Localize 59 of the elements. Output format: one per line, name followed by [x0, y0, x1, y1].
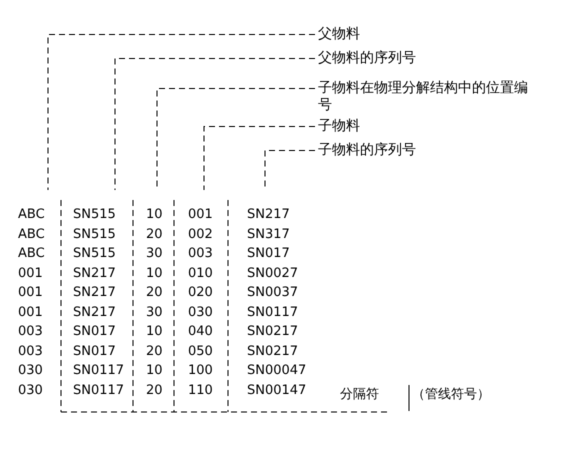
table-cell: SN0037 — [247, 284, 298, 301]
table-cell: SN017 — [73, 342, 116, 360]
table-cell: SN217 — [247, 206, 290, 223]
table-cell: 10 — [146, 206, 163, 223]
table-cell: SN317 — [247, 226, 290, 242]
column-heading: 子物料 — [318, 118, 360, 135]
table-cell: SN217 — [73, 264, 116, 282]
table-cell: SN0117 — [73, 362, 124, 379]
table-cell: 002 — [188, 226, 213, 242]
table-cell: SN217 — [73, 284, 116, 301]
table-cell: 10 — [146, 323, 163, 340]
table-cell: SN0217 — [247, 342, 298, 360]
table-cell: 030 — [18, 362, 43, 379]
table-cell: SN0217 — [247, 323, 298, 340]
table-cell: 30 — [146, 304, 163, 320]
table-cell: SN0117 — [247, 304, 298, 320]
table-cell: 003 — [188, 245, 213, 262]
leader-line — [204, 126, 316, 190]
table-cell: SN00147 — [247, 382, 306, 398]
table-cell: SN017 — [73, 323, 116, 340]
table-cell: SN017 — [247, 245, 290, 262]
table-cell: ABC — [18, 226, 45, 242]
table-cell: 003 — [18, 342, 43, 360]
table-cell: 20 — [146, 284, 163, 301]
table-cell: 010 — [188, 264, 213, 282]
table-cell: 001 — [18, 304, 43, 320]
table-cell: SN515 — [73, 226, 116, 242]
leader-line — [48, 34, 316, 190]
column-heading: 子物料的序列号 — [318, 142, 416, 159]
table-cell: 040 — [188, 323, 213, 340]
table-cell: 050 — [188, 342, 213, 360]
table-cell: 30 — [146, 245, 163, 262]
column-heading: 父物料 — [318, 26, 360, 43]
leader-line — [114, 58, 316, 190]
table-cell: 001 — [18, 264, 43, 282]
table-cell: SN217 — [73, 304, 116, 320]
pipe-symbol-label: （管线符号） — [412, 386, 490, 403]
table-cell: 030 — [188, 304, 213, 320]
table-cell: 001 — [18, 284, 43, 301]
table-cell: SN00047 — [247, 362, 306, 379]
table-cell: 20 — [146, 382, 163, 398]
table-cell: 10 — [146, 264, 163, 282]
table-cell: SN0117 — [73, 382, 124, 398]
table-cell: 001 — [188, 206, 213, 223]
table-cell: SN0027 — [247, 264, 298, 282]
table-cell: 030 — [18, 382, 43, 398]
table-cell: 20 — [146, 342, 163, 360]
table-cell: SN515 — [73, 206, 116, 223]
column-heading: 父物料的序列号 — [318, 50, 416, 67]
table-cell: 10 — [146, 362, 163, 379]
table-cell: 003 — [18, 323, 43, 340]
separator-label: 分隔符 — [340, 386, 379, 403]
table-cell: 110 — [188, 382, 213, 398]
table-cell: ABC — [18, 245, 45, 262]
table-cell: 020 — [188, 284, 213, 301]
table-cell: SN515 — [73, 245, 116, 262]
table-cell: ABC — [18, 206, 45, 223]
table-cell: 20 — [146, 226, 163, 242]
table-cell: 100 — [188, 362, 213, 379]
